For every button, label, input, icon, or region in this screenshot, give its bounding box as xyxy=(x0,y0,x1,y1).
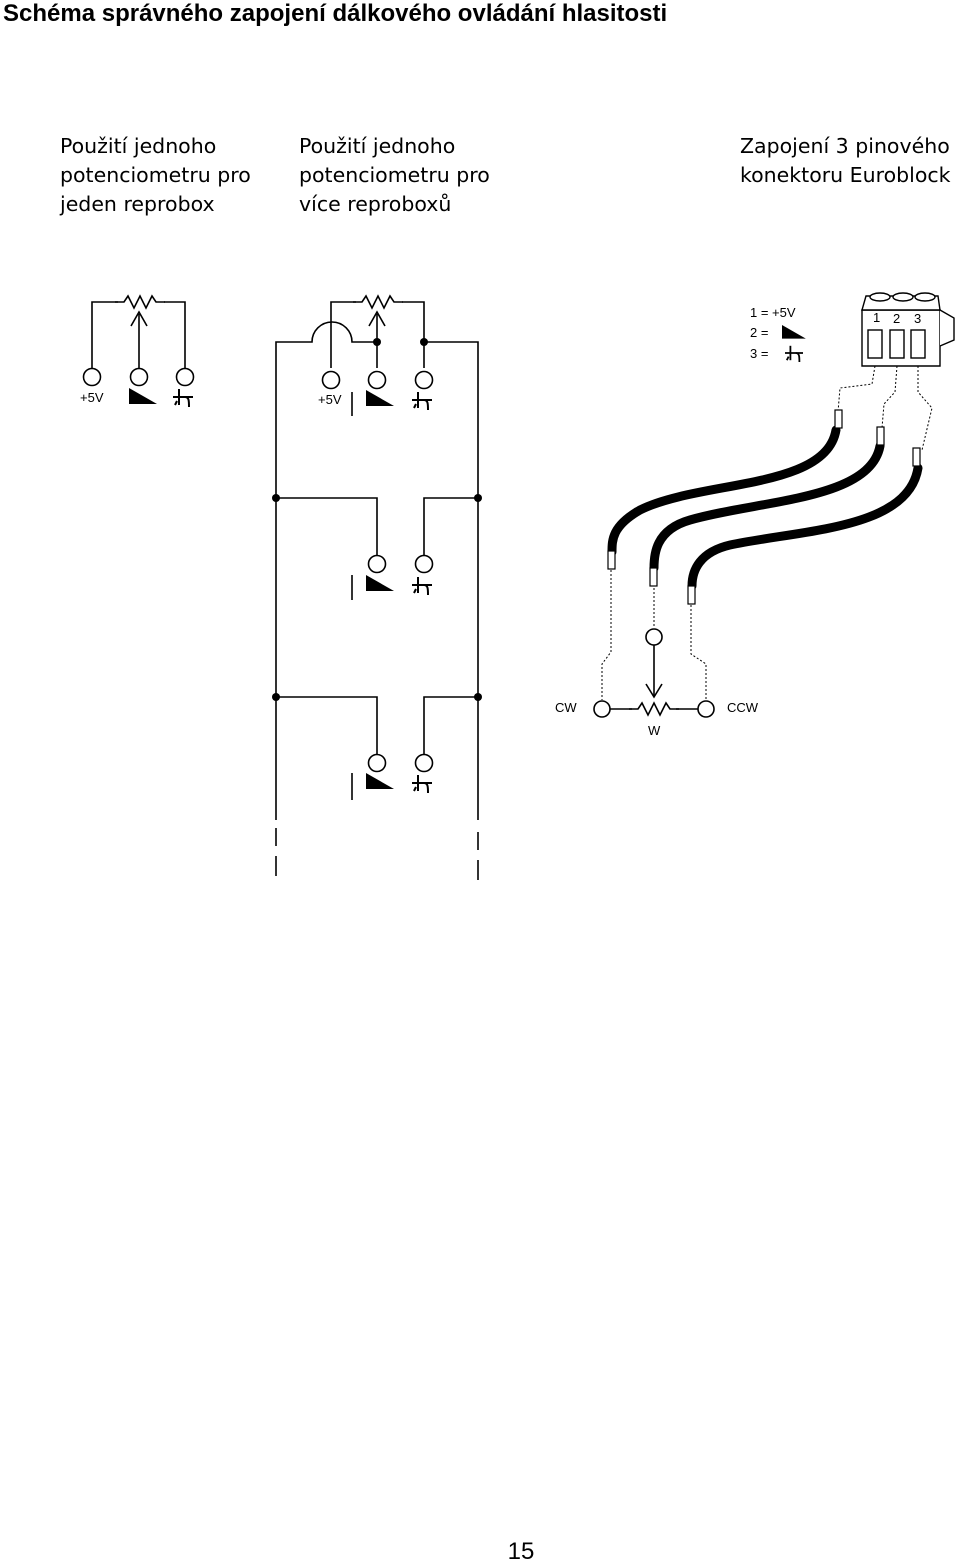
terminal-wiper xyxy=(645,628,663,646)
page-title: Schéma správného zapojení dálkového ovlá… xyxy=(3,0,668,27)
volume-icon xyxy=(366,575,394,591)
terminal-plus5v xyxy=(321,370,341,390)
caption-multiple-speakers: Použití jednoho potenciometru pro více r… xyxy=(299,134,490,216)
terminal-volume xyxy=(367,753,387,773)
label-ccw: CCW xyxy=(727,700,759,715)
label-plus5v: +5V xyxy=(318,392,342,407)
terminal-ground xyxy=(414,554,434,574)
cable-3 xyxy=(687,463,923,591)
volume-icon xyxy=(782,325,806,339)
terminal-volume xyxy=(367,370,387,390)
cable-2 xyxy=(649,441,885,573)
pin-1-label: 1 xyxy=(873,310,880,325)
volume-icon xyxy=(366,390,394,406)
potentiometer-icon xyxy=(628,702,680,716)
label-plus5v: +5V xyxy=(80,390,104,405)
ground-icon xyxy=(411,391,433,411)
terminal-cw xyxy=(593,700,611,718)
terminal-plus5v xyxy=(82,367,102,387)
diagram-multiple-speakers: +5V xyxy=(272,295,482,880)
pin-legend-3: 3 = xyxy=(750,346,768,361)
label-cw: CW xyxy=(555,700,577,715)
volume-icon xyxy=(129,388,157,404)
terminal-ground xyxy=(414,370,434,390)
cable-1 xyxy=(607,425,841,557)
pin-legend-1: 1 = +5V xyxy=(750,305,796,320)
page-number: 15 xyxy=(507,1538,535,1565)
ground-icon xyxy=(411,576,433,596)
terminal-volume xyxy=(129,367,149,387)
ground-icon xyxy=(784,344,804,363)
diagram-single-speaker: +5V xyxy=(80,295,195,408)
pin-3-label: 3 xyxy=(914,311,921,326)
label-wiper: W xyxy=(648,723,661,738)
terminal-volume xyxy=(367,554,387,574)
ground-icon xyxy=(172,388,194,408)
volume-icon xyxy=(366,773,394,789)
euroblock-connector xyxy=(861,292,955,367)
terminal-ground xyxy=(175,367,195,387)
terminal-ground xyxy=(414,753,434,773)
caption-single-speaker: Použití jednoho potenciometru pro jeden … xyxy=(60,134,251,216)
pin-legend-2: 2 = xyxy=(750,325,768,340)
diagram-euroblock: 1 = +5V 2 = 3 = 1 2 3 xyxy=(555,292,955,738)
caption-euroblock: Zapojení 3 pinového konektoru Euroblock xyxy=(740,134,951,187)
ground-icon xyxy=(411,774,433,794)
terminal-ccw xyxy=(697,700,715,718)
pin-2-label: 2 xyxy=(893,311,900,326)
